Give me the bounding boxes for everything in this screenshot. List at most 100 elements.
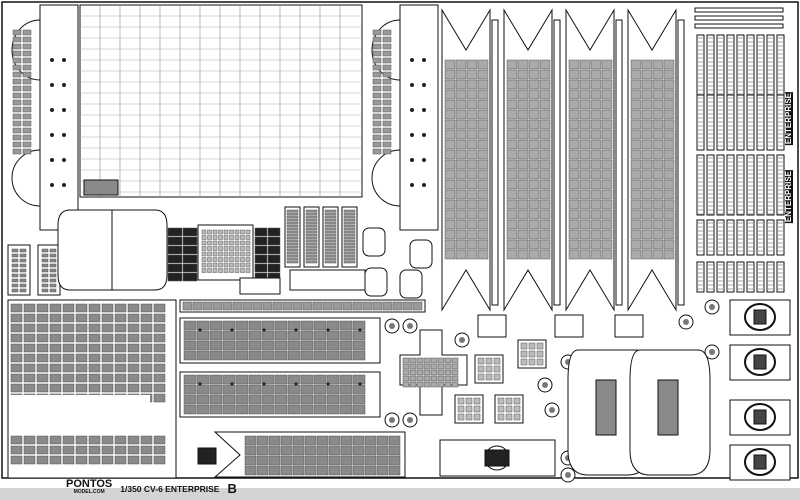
slat bbox=[286, 236, 299, 240]
deck-plate bbox=[244, 465, 257, 476]
rung bbox=[19, 248, 27, 253]
panel-cell bbox=[641, 119, 653, 130]
bolt bbox=[326, 382, 330, 386]
bolt bbox=[294, 382, 298, 386]
cross-cell bbox=[444, 357, 452, 364]
box-cell bbox=[528, 342, 536, 350]
bolt bbox=[358, 328, 362, 332]
cross-cell bbox=[409, 369, 417, 376]
panel-cell bbox=[641, 179, 653, 190]
deck-plate bbox=[326, 330, 340, 341]
deck-plate bbox=[261, 394, 275, 405]
gondola-panel bbox=[657, 379, 679, 436]
panel-cell bbox=[590, 239, 602, 250]
deck-plate bbox=[183, 374, 197, 385]
wheel-hub bbox=[542, 382, 548, 388]
panel-cell bbox=[652, 199, 664, 210]
cross-cell bbox=[416, 381, 424, 388]
dark-grate bbox=[167, 254, 183, 264]
panel-cell bbox=[652, 129, 664, 140]
gallery-slot bbox=[372, 113, 382, 120]
bay-window bbox=[127, 455, 140, 465]
deck-plate bbox=[235, 404, 249, 415]
cross-cell bbox=[430, 375, 438, 382]
panel-cell bbox=[506, 239, 518, 250]
slat bbox=[286, 215, 299, 219]
bolt bbox=[410, 133, 414, 137]
bay-window bbox=[153, 363, 166, 373]
bolt bbox=[358, 382, 362, 386]
bolt bbox=[62, 108, 66, 112]
bay-window bbox=[49, 313, 62, 323]
wheel-hub bbox=[709, 349, 715, 355]
panel-cell bbox=[477, 239, 489, 250]
slat bbox=[305, 251, 318, 255]
panel-cell bbox=[641, 169, 653, 180]
bolt bbox=[294, 328, 298, 332]
panel-cell bbox=[663, 209, 675, 220]
deck-plate bbox=[222, 340, 236, 351]
mesh-hole bbox=[245, 235, 251, 240]
panel-cell bbox=[455, 89, 467, 100]
slat bbox=[343, 218, 356, 222]
slat bbox=[343, 227, 356, 231]
slat bbox=[324, 248, 337, 252]
panel-cell bbox=[579, 189, 591, 200]
panel-cell bbox=[630, 59, 642, 70]
slat bbox=[343, 233, 356, 237]
panel-cell bbox=[455, 69, 467, 80]
panel-cell bbox=[630, 99, 642, 110]
mesh-hole bbox=[218, 262, 223, 268]
bay-window bbox=[88, 353, 101, 363]
bay-window bbox=[36, 313, 49, 323]
panel-cell bbox=[539, 169, 551, 180]
panel-cell bbox=[652, 109, 664, 120]
panel-cell bbox=[528, 219, 540, 230]
dark-grate bbox=[182, 245, 198, 255]
panel-cell bbox=[444, 59, 456, 70]
slat bbox=[305, 236, 318, 240]
cross-cell bbox=[423, 363, 431, 370]
deck-plate bbox=[388, 435, 401, 446]
deck-plate bbox=[313, 394, 327, 405]
gondola-panel bbox=[595, 379, 617, 436]
gallery-slot bbox=[22, 148, 32, 155]
bay-window bbox=[36, 353, 49, 363]
side-bracket-1 bbox=[399, 4, 439, 231]
gallery-slot bbox=[22, 64, 32, 71]
bay-window bbox=[153, 455, 166, 465]
panel-cell bbox=[590, 199, 602, 210]
deck-plate bbox=[300, 330, 314, 341]
panel-cell bbox=[652, 209, 664, 220]
panel-cell bbox=[601, 59, 613, 70]
panel-cell bbox=[477, 169, 489, 180]
bay-window bbox=[23, 353, 36, 363]
panel-cell bbox=[528, 169, 540, 180]
gallery-slot bbox=[22, 50, 32, 57]
mesh-hole bbox=[218, 240, 223, 246]
deck-plate bbox=[388, 465, 401, 476]
box-cell bbox=[536, 358, 544, 366]
panel-cell bbox=[455, 139, 467, 150]
panel-cell bbox=[630, 209, 642, 220]
dark-grate bbox=[167, 245, 183, 255]
deck-plate bbox=[256, 435, 269, 446]
strip-cell bbox=[362, 301, 373, 311]
rung bbox=[41, 248, 49, 253]
panel-cell bbox=[517, 169, 529, 180]
gallery-slot bbox=[372, 50, 382, 57]
slat bbox=[286, 248, 299, 252]
box-cell bbox=[536, 350, 544, 358]
deck-plate bbox=[364, 445, 377, 456]
panel-cell bbox=[601, 129, 613, 140]
rung bbox=[11, 253, 19, 258]
deck-plate bbox=[196, 330, 210, 341]
panel-cell bbox=[601, 189, 613, 200]
brand-name: PONTOS bbox=[66, 478, 113, 490]
bay-window bbox=[75, 383, 88, 393]
bay-window bbox=[75, 363, 88, 373]
box-cell bbox=[513, 413, 521, 421]
bay-window bbox=[101, 303, 114, 313]
bolt bbox=[422, 83, 426, 87]
panel-cell bbox=[568, 119, 580, 130]
